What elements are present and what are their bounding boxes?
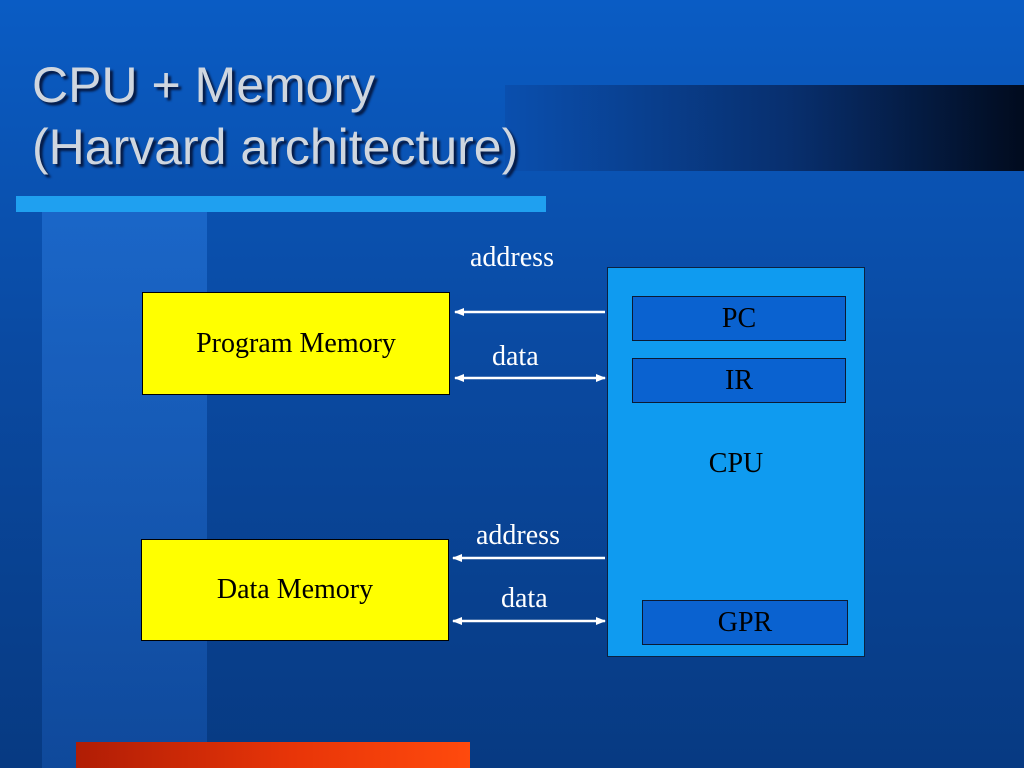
cpu-label: CPU xyxy=(708,448,764,479)
ir-register: IR xyxy=(632,358,846,403)
cpu-box: PC IR CPU GPR xyxy=(607,267,865,657)
slide-title: CPU + Memory (Harvard architecture) xyxy=(32,54,518,178)
program-address-label: address xyxy=(470,242,554,273)
title-line-1: CPU + Memory xyxy=(32,57,376,113)
program-memory-label: Program Memory xyxy=(196,327,396,359)
pc-register-label: PC xyxy=(721,302,757,334)
data-address-label: address xyxy=(476,520,560,551)
title-underline xyxy=(16,196,546,212)
bottom-accent-bar xyxy=(76,742,470,768)
data-memory-box: Data Memory xyxy=(141,539,449,641)
data-data-label: data xyxy=(501,583,548,614)
pc-register: PC xyxy=(632,296,846,341)
gpr-register: GPR xyxy=(642,600,848,645)
gpr-register-label: GPR xyxy=(717,606,773,638)
background-strip-right xyxy=(505,85,1024,171)
ir-register-label: IR xyxy=(725,364,753,396)
data-memory-label: Data Memory xyxy=(216,574,374,605)
program-data-label: data xyxy=(492,341,539,372)
program-memory-box: Program Memory xyxy=(142,292,450,395)
title-line-2: (Harvard architecture) xyxy=(32,119,519,175)
